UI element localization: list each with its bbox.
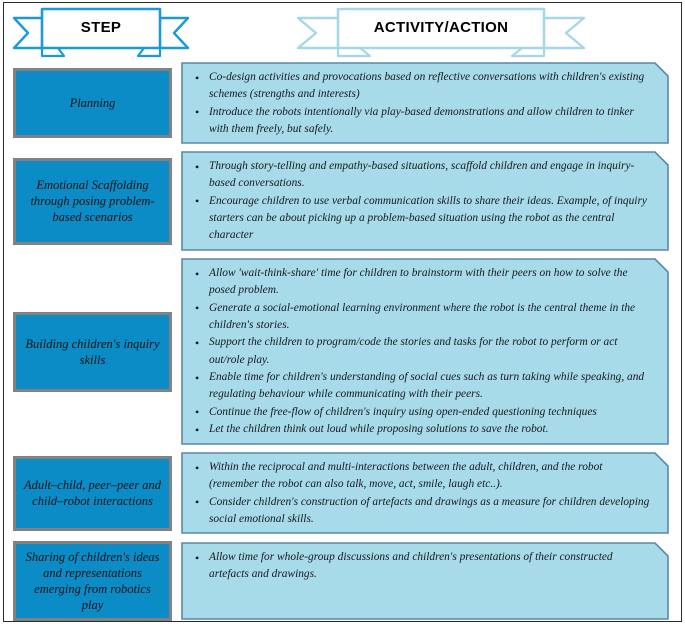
activity-bullet-item: Through story-telling and empathy-based … (195, 157, 653, 192)
step-activity-table: Planning Co-design activities and provoca… (0, 62, 685, 626)
step-label: Emotional Scaffolding through posing pro… (30, 178, 155, 224)
activity-bullet-list: Co-design activities and provocations ba… (181, 62, 669, 144)
step-cell: Building children's inquiry skills (13, 311, 172, 392)
activity-bullet-item: Continue the free-flow of children's inq… (195, 403, 653, 421)
step-cell: Adult–child, peer–peer and child–robot i… (13, 455, 172, 531)
step-ribbon-icon (12, 7, 190, 58)
activity-cell: Through story-telling and empathy-based … (181, 151, 669, 251)
step-label: Adult–child, peer–peer and child–robot i… (23, 478, 162, 508)
table-row: Adult–child, peer–peer and child–robot i… (0, 452, 685, 534)
table-row: Sharing of children's ideas and represen… (0, 541, 685, 621)
activity-bullet-item: Allow time for whole-group discussions a… (195, 548, 653, 583)
activity-bullet-list: Within the reciprocal and multi-interact… (181, 452, 669, 534)
activity-bullet-item: Generate a social-emotional learning env… (195, 299, 653, 334)
activity-bullet-item: Enable time for children's understanding… (195, 369, 653, 403)
header-banner-row: STEP ACTIVITY/ACTION (0, 0, 685, 62)
step-banner: STEP (12, 4, 190, 58)
step-label: Building children's inquiry skills (25, 336, 160, 367)
step-cell: Emotional Scaffolding through posing pro… (13, 157, 172, 245)
activity-ribbon-icon (296, 7, 586, 58)
table-row: Emotional Scaffolding through posing pro… (0, 151, 685, 251)
activity-cell: Within the reciprocal and multi-interact… (181, 452, 669, 534)
activity-banner: ACTIVITY/ACTION (296, 4, 586, 58)
activity-bullet-list: Through story-telling and empathy-based … (181, 151, 669, 251)
activity-bullet-item: Within the reciprocal and multi-interact… (195, 458, 653, 493)
table-row: Planning Co-design activities and provoca… (0, 62, 685, 144)
step-cell: Sharing of children's ideas and represen… (13, 541, 172, 621)
step-cell: Planning (13, 68, 172, 138)
table-row: Building children's inquiry skills Allow … (0, 258, 685, 445)
activity-bullet-item: Allow 'wait-think-share' time for childr… (195, 264, 653, 299)
activity-bullet-list: Allow 'wait-think-share' time for childr… (181, 258, 669, 445)
figure-outer-frame (3, 2, 682, 622)
activity-bullet-item: Encourage children to use verbal communi… (195, 192, 653, 244)
activity-bullet-item: Consider children's construction of arte… (195, 493, 653, 528)
activity-cell: Allow time for whole-group discussions a… (181, 542, 669, 620)
step-label: Planning (69, 96, 116, 110)
activity-bullet-item: Let the children think out loud while pr… (195, 421, 653, 439)
activity-bullet-list: Allow time for whole-group discussions a… (181, 542, 669, 590)
activity-bullet-item: Co-design activities and provocations ba… (195, 68, 653, 103)
activity-bullet-item: Support the children to program/code the… (195, 334, 653, 368)
step-label: Sharing of children's ideas and represen… (25, 550, 160, 612)
activity-cell: Co-design activities and provocations ba… (181, 62, 669, 144)
activity-cell: Allow 'wait-think-share' time for childr… (181, 258, 669, 445)
activity-bullet-item: Introduce the robots intentionally via p… (195, 103, 653, 138)
